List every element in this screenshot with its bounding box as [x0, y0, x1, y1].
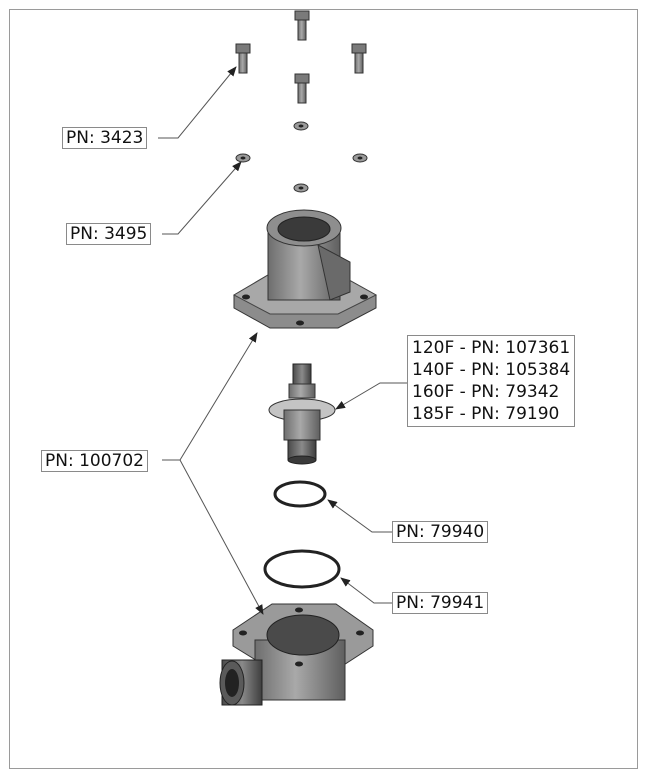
- thermostat-140f-label: 140F - PN: 105384: [412, 360, 571, 380]
- bolt-top: [294, 10, 310, 41]
- callout-oring-small-label: PN: 79940: [392, 521, 489, 543]
- lower-housing: [219, 603, 374, 706]
- oring-large: [263, 549, 341, 589]
- callout-washer-label: PN: 3495: [66, 223, 152, 245]
- washer: [293, 121, 309, 131]
- oring-small: [273, 480, 327, 508]
- thermostat: [268, 363, 336, 465]
- callout-thermostat-label: 120F - PN: 107361 140F - PN: 105384 160F…: [407, 335, 576, 427]
- washer: [235, 153, 251, 163]
- leader-housing-upper: [162, 332, 258, 461]
- leader-oring-large: [340, 577, 392, 604]
- leader-oring-small: [327, 499, 392, 533]
- washer: [293, 183, 309, 193]
- leader-washer: [162, 161, 242, 235]
- callout-oring-large-label: PN: 79941: [392, 592, 489, 614]
- bolt-left: [235, 43, 251, 74]
- thermostat-120f-label: 120F - PN: 107361: [412, 338, 571, 358]
- washer: [352, 153, 368, 163]
- thermostat-160f-label: 160F - PN: 79342: [412, 382, 560, 402]
- upper-housing: [232, 209, 378, 329]
- thermostat-185f-label: 185F - PN: 79190: [412, 404, 560, 424]
- callout-bolt-label: PN: 3423: [62, 127, 148, 149]
- callout-housing-label: PN: 100702: [41, 450, 148, 472]
- leader-bolt: [158, 66, 237, 139]
- bolt-right: [351, 43, 367, 74]
- leader-housing-lower: [179, 459, 264, 615]
- leader-thermostat: [335, 382, 408, 410]
- bolt-center: [294, 73, 310, 104]
